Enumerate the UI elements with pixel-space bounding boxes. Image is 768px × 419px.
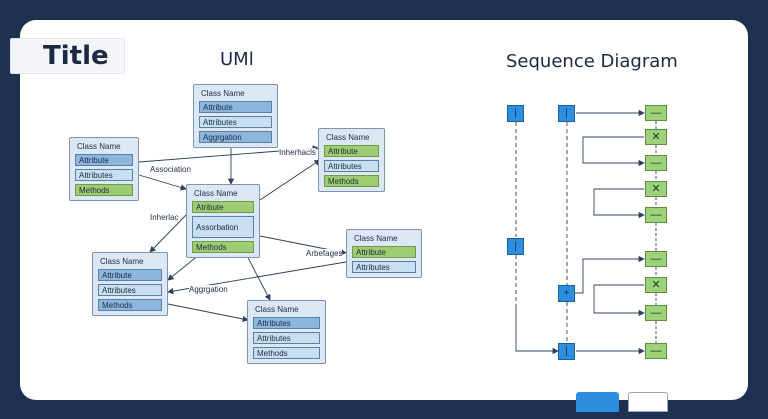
class-row: Assorbation — [192, 216, 254, 238]
sequence-step[interactable]: — — [645, 155, 667, 171]
class-row: Methods — [192, 241, 254, 253]
sequence-heading: Sequence Diagram — [506, 51, 678, 72]
edge-center-to-bottom — [243, 249, 271, 301]
class-row: Aggrgation — [199, 131, 272, 143]
class-box-top[interactable]: Class Name Attribute Attributes Aggrgati… — [193, 84, 278, 148]
sequence-step[interactable]: — — [645, 251, 667, 267]
class-box-right-mid[interactable]: Class Name Attribute Attributes — [346, 229, 422, 278]
sequence-step[interactable]: — — [645, 207, 667, 223]
sequence-step[interactable]: ✕ — [645, 181, 667, 197]
activation-box[interactable]: + — [558, 285, 575, 302]
activation-box[interactable]: | — [507, 238, 524, 255]
class-row: Methods — [75, 184, 133, 196]
edge-left-to-center — [138, 174, 187, 191]
class-box-bottom[interactable]: Class Name Attributes Attributes Methods — [247, 300, 326, 364]
message-2 — [582, 136, 645, 167]
class-row: Methods — [98, 299, 162, 311]
class-row: Attributes — [253, 332, 320, 344]
class-row: Attributes — [75, 169, 133, 181]
class-name: Class Name — [100, 257, 144, 266]
edge-label: Arbefages — [306, 249, 343, 258]
sequence-step[interactable]: ✕ — [645, 129, 667, 145]
class-name: Class Name — [354, 234, 398, 243]
edge-label: Inherlac — [150, 213, 179, 222]
activation-box[interactable]: | — [558, 343, 575, 360]
edge-label: Inherhacls — [279, 148, 316, 157]
class-row: Attribute — [352, 246, 416, 258]
primary-button[interactable] — [576, 392, 619, 412]
class-name: Class Name — [201, 89, 245, 98]
class-name: Class Name — [194, 189, 238, 198]
message-5 — [593, 284, 645, 317]
class-row: Attribute — [75, 154, 133, 166]
class-row: Methods — [253, 347, 320, 359]
class-row: Attributes — [98, 284, 162, 296]
class-row: Attributes — [199, 116, 272, 128]
diagram-card — [20, 20, 748, 400]
edge-label: Association — [150, 165, 191, 174]
message-4 — [566, 255, 645, 294]
message-6 — [515, 305, 559, 355]
class-row: Attributes — [253, 317, 320, 329]
sequence-step[interactable]: — — [645, 305, 667, 321]
class-name: Class Name — [77, 142, 121, 151]
sequence-step[interactable]: — — [645, 105, 667, 121]
class-row: Attributes — [324, 160, 379, 172]
edge-left-bottom-to-bottom — [167, 303, 249, 323]
class-box-left-bottom[interactable]: Class Name Attribute Attributes Methods — [92, 252, 168, 316]
class-box-right-top[interactable]: Class Name Attribute Attributes Methods — [318, 128, 385, 192]
uml-heading: UMl — [220, 49, 254, 70]
sequence-step[interactable]: ✕ — [645, 277, 667, 293]
sequence-step[interactable]: — — [645, 343, 667, 359]
message-3 — [593, 188, 645, 219]
class-row: Attribute — [98, 269, 162, 281]
class-row: Attribute — [199, 101, 272, 113]
secondary-button[interactable] — [628, 392, 668, 412]
edge-label: Aggrgation — [189, 285, 228, 294]
lifeline-head[interactable]: | — [507, 105, 524, 122]
lifeline-head[interactable]: | — [558, 105, 575, 122]
edge-center-to-right-top — [259, 159, 321, 201]
class-name: Class Name — [326, 133, 370, 142]
class-box-center[interactable]: Class Name Atribute Assorbation Methods — [186, 184, 260, 258]
edge-center-to-left-bottom — [149, 214, 187, 253]
class-row: Attributes — [352, 261, 416, 273]
class-name: Class Name — [255, 305, 299, 314]
class-row: Methods — [324, 175, 379, 187]
class-row: Atribute — [192, 201, 254, 213]
page-title: Title — [10, 38, 125, 74]
class-box-left[interactable]: Class Name Attribute Attributes Methods — [69, 137, 139, 201]
class-row: Attribute — [324, 145, 379, 157]
